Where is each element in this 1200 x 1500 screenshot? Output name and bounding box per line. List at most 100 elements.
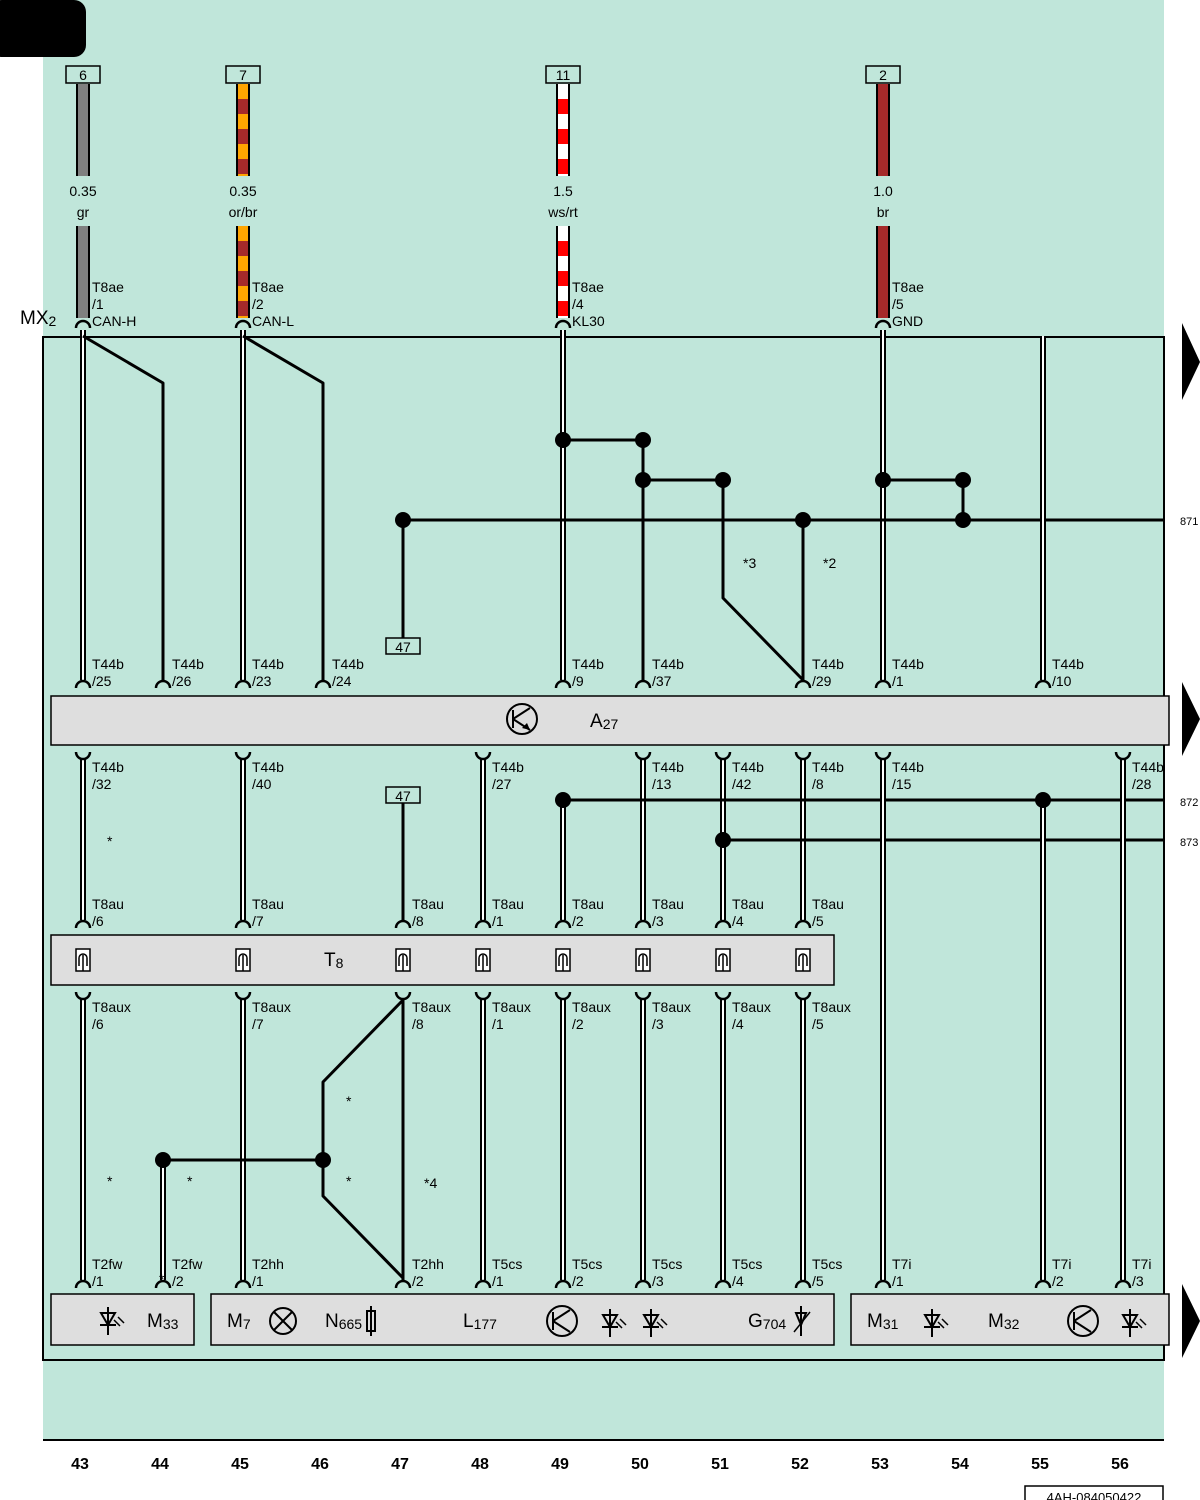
pin-socket-icon — [794, 919, 812, 929]
wire-size: 0.35 — [69, 183, 96, 199]
pin-number: /1 — [492, 1273, 504, 1289]
pin-number: /5 — [812, 1273, 824, 1289]
junction-dot — [555, 792, 571, 808]
pin-label: T8aux — [572, 999, 611, 1015]
pin-socket-icon — [794, 1279, 812, 1289]
pin-socket-icon — [394, 1279, 412, 1289]
pin-number: /5 — [892, 296, 904, 312]
led-icon — [1121, 1309, 1147, 1337]
fuse-group: 60.35grT8ae/1CAN-H70.35or/brT8ae/2CAN-L1… — [65, 65, 924, 329]
pin-socket-icon — [714, 1279, 732, 1289]
l177-label: L177 — [463, 1311, 497, 1332]
t8-connector-bar — [50, 934, 835, 986]
pin-label: T44b — [172, 656, 204, 672]
m7-label: M7 — [227, 1311, 251, 1332]
pin-socket-icon — [74, 319, 92, 329]
pin-label: T44b — [252, 759, 284, 775]
wire-color — [558, 159, 568, 174]
pin-label: T5cs — [812, 1256, 842, 1272]
footnote-star: * — [346, 1093, 352, 1109]
pin-number: /7 — [252, 913, 264, 929]
pin-socket-icon — [394, 991, 412, 1001]
a27-label: A27 — [590, 711, 618, 732]
footnote-2: *2 — [823, 555, 836, 571]
wire-color — [558, 84, 568, 99]
pin-number: /32 — [92, 776, 112, 792]
pin-number: /5 — [812, 1016, 824, 1032]
m31-m32-component-box — [850, 1293, 1170, 1346]
pin-label: T44b — [492, 759, 524, 775]
pin-number: /9 — [572, 673, 584, 689]
pin-number: /15 — [892, 776, 912, 792]
pin-number: /26 — [172, 673, 192, 689]
wire-color — [238, 84, 248, 99]
pin-number: /2 — [572, 1016, 584, 1032]
wire-color — [238, 286, 248, 301]
continue-arrow-icon — [1182, 682, 1200, 756]
track-number: 54 — [951, 1456, 969, 1473]
pin-label: T44b — [812, 656, 844, 672]
pin-socket-icon — [234, 319, 252, 329]
wire-color — [238, 241, 248, 256]
main-component-box — [210, 1293, 835, 1346]
junction-dot — [715, 472, 731, 488]
ref-box-47-top — [385, 637, 421, 655]
pin-label: T5cs — [572, 1256, 602, 1272]
pin-socket-icon — [78, 953, 88, 966]
pin-socket-icon — [74, 679, 92, 689]
wire-color — [558, 174, 568, 176]
wire-color — [558, 226, 568, 241]
pin-socket-icon — [238, 953, 248, 966]
pin-socket-icon — [234, 1279, 252, 1289]
pin-label: T44b — [1132, 759, 1164, 775]
wire-size: 0.35 — [229, 183, 256, 199]
pin-socket-icon — [74, 919, 92, 929]
wire-color-code: br — [877, 204, 890, 220]
pin-number: /3 — [652, 1273, 664, 1289]
junction-dots — [155, 432, 1051, 1168]
track-number: 45 — [231, 1456, 249, 1473]
pin-socket-icon — [394, 919, 412, 929]
track-number: 49 — [551, 1456, 569, 1473]
pin-label: T8aux — [812, 999, 851, 1015]
pin-number: /5 — [812, 913, 824, 929]
footnote-star: * — [107, 833, 113, 849]
pin-number: /2 — [252, 296, 264, 312]
pin-label: T5cs — [492, 1256, 522, 1272]
pin-label: T8au — [252, 896, 284, 912]
pin-number: /1 — [252, 1273, 264, 1289]
a27-transistor-icon — [506, 703, 538, 735]
pin-function: CAN-H — [92, 313, 136, 329]
mx2-label: MX2 — [20, 308, 57, 329]
wire-color — [238, 226, 248, 241]
wire-color — [558, 301, 568, 316]
footnote-star: * — [159, 1271, 165, 1287]
wire-color — [878, 84, 888, 176]
pin-label: T2hh — [252, 1256, 284, 1272]
pin-socket-icon — [474, 991, 492, 1001]
pin-label: T8au — [492, 896, 524, 912]
junction-dot — [635, 472, 651, 488]
led-icon — [99, 1307, 125, 1335]
pin-label: T8au — [92, 896, 124, 912]
track-number: 55 — [1031, 1456, 1049, 1473]
led-icon — [642, 1309, 668, 1337]
pin-socket-icon — [634, 919, 652, 929]
pin-label: T8au — [652, 896, 684, 912]
wire-color — [558, 241, 568, 256]
pin-label: T8aux — [492, 999, 531, 1015]
pin-socket-icon — [234, 751, 252, 761]
pin-socket-icon — [794, 991, 812, 1001]
wire-color — [878, 226, 888, 318]
track-number: 50 — [631, 1456, 649, 1473]
pin-socket-icon — [1114, 1279, 1132, 1289]
fuse-number-box — [545, 65, 581, 84]
wire-color-code: ws/rt — [547, 204, 578, 220]
pin-label: T2fw — [172, 1256, 203, 1272]
track-number: 47 — [391, 1456, 409, 1473]
lamp-icon — [269, 1307, 297, 1335]
resistor-icon — [366, 1306, 376, 1336]
pin-number: /3 — [652, 913, 664, 929]
